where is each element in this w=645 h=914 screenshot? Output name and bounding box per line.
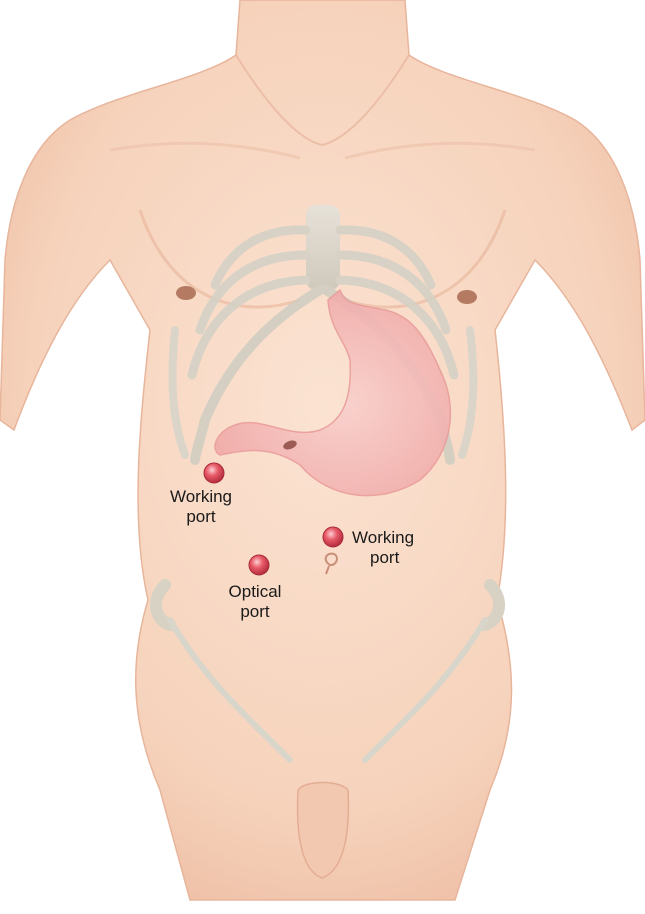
sternum	[306, 205, 340, 290]
label-left-working-port: Working port	[160, 487, 242, 527]
nipple-left	[176, 286, 196, 300]
label-right-line1: Working	[352, 528, 436, 548]
label-optical-line1: Optical	[215, 582, 295, 602]
label-left-line1: Working	[160, 487, 242, 507]
label-left-line2: port	[160, 507, 242, 527]
label-optical-port: Optical port	[215, 582, 295, 622]
label-optical-line2: port	[215, 602, 295, 622]
label-right-working-port: Working port	[352, 528, 436, 568]
label-right-line2: port	[352, 548, 436, 568]
port-marker-optical	[249, 555, 269, 575]
port-marker-left-working	[204, 463, 224, 483]
nipple-right	[457, 290, 477, 304]
port-marker-right-working	[323, 527, 343, 547]
